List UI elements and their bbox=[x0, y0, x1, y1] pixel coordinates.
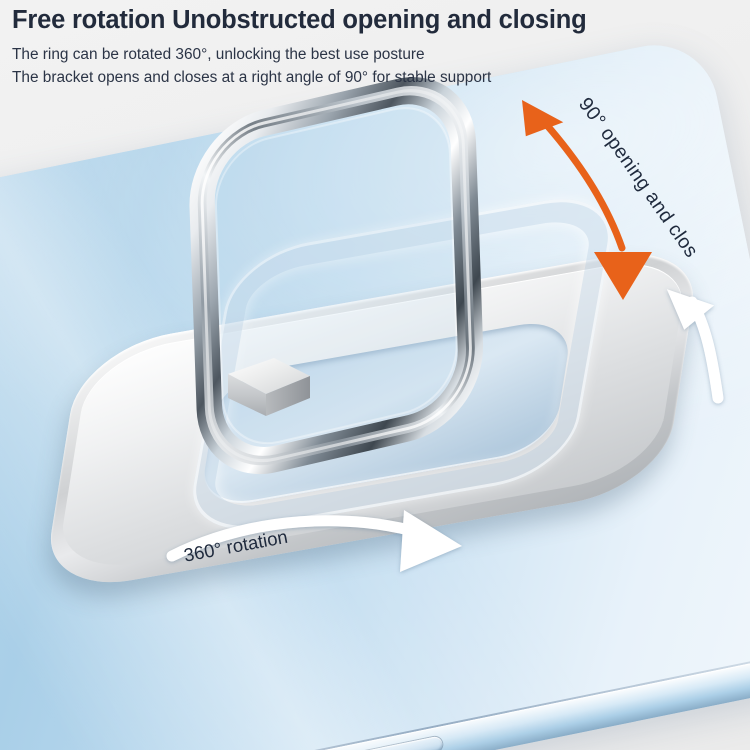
page-title: Free rotation Unobstructed opening and c… bbox=[12, 6, 587, 34]
subtitle-line-2: The bracket opens and closes at a right … bbox=[12, 68, 492, 86]
ring-hinge-block bbox=[228, 358, 310, 416]
text-block: Free rotation Unobstructed opening and c… bbox=[12, 6, 738, 89]
subtitle-line-1: The ring can be rotated 360°, unlocking … bbox=[12, 46, 425, 64]
